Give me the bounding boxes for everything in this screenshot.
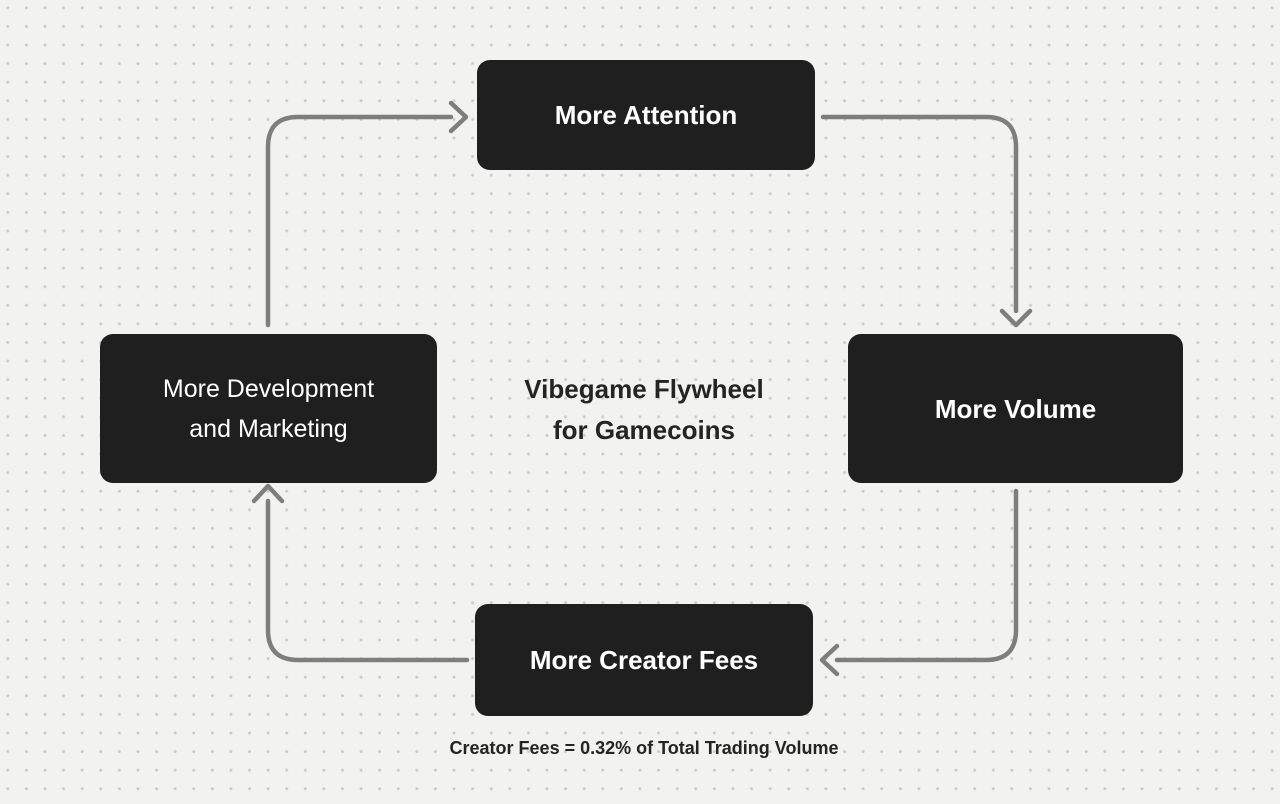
arrow-creator-fees-to-development-icon: [251, 483, 470, 663]
diagram-title: Vibegame Flywheel for Gamecoins: [524, 374, 764, 445]
node-more-volume: More Volume: [848, 334, 1183, 483]
node-more-development-and-marketing: More Development and Marketing: [100, 334, 437, 483]
node-more-creator-fees: More Creator Fees: [475, 604, 813, 716]
diagram-caption: Creator Fees = 0.32% of Total Trading Vo…: [449, 738, 839, 758]
node-more-attention: More Attention: [477, 60, 815, 170]
arrow-attention-to-volume-icon: [820, 114, 1033, 328]
arrow-volume-to-creator-fees-icon: [819, 488, 1019, 677]
arrow-development-to-attention-icon: [265, 100, 469, 328]
